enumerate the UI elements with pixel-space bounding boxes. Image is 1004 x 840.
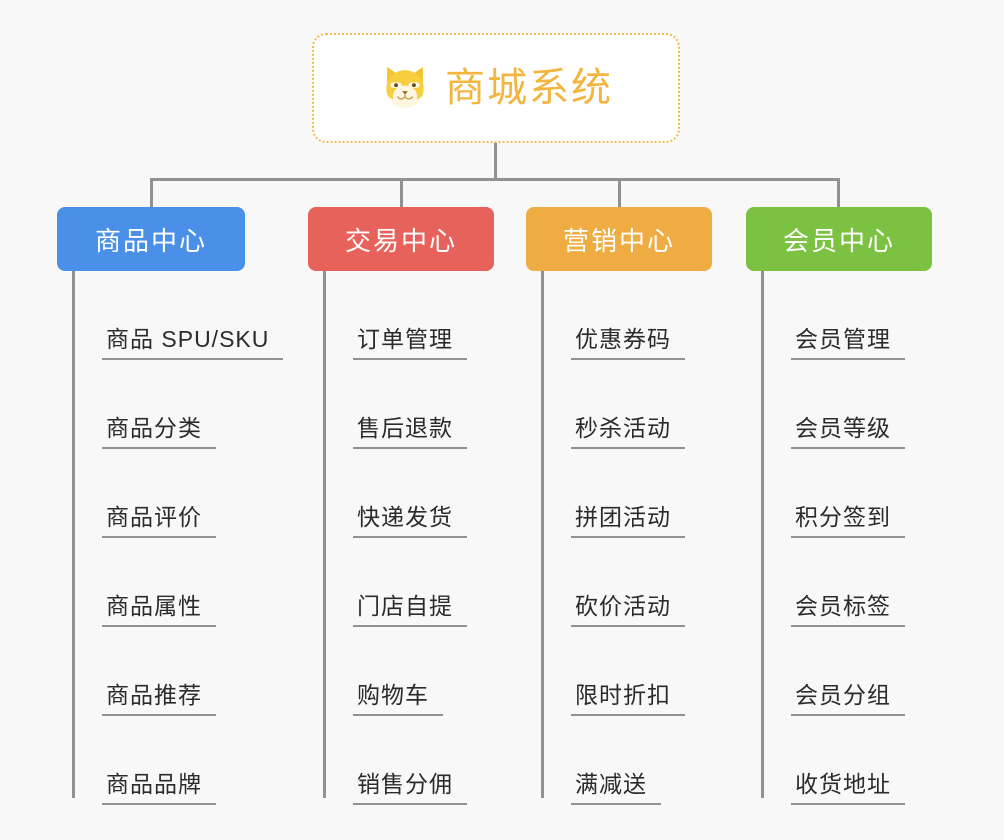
leaf-item-label: 商品 SPU/SKU — [102, 326, 284, 360]
leaf-item[interactable]: 售后退款 — [308, 360, 494, 449]
leaf-item-label: 商品推荐 — [102, 682, 216, 716]
leaf-item-label: 门店自提 — [353, 593, 467, 627]
shiba-dog-face-icon — [379, 62, 431, 114]
connector-drop-1 — [150, 178, 153, 208]
leaf-item-label: 满减送 — [571, 771, 661, 805]
root-title: 商城系统 — [445, 66, 613, 110]
category-spine — [72, 271, 75, 798]
leaf-item[interactable]: 会员分组 — [746, 627, 932, 716]
connector-drop-2 — [400, 178, 403, 208]
leaf-item[interactable]: 商品属性 — [57, 538, 245, 627]
leaf-item-label: 商品品牌 — [102, 771, 216, 805]
category-spine — [761, 271, 764, 798]
leaf-item[interactable]: 会员标签 — [746, 538, 932, 627]
leaf-item-label: 订单管理 — [353, 326, 467, 360]
leaf-item-label: 会员管理 — [791, 326, 905, 360]
leaf-item[interactable]: 拼团活动 — [526, 449, 712, 538]
leaf-item-label: 会员等级 — [791, 415, 905, 449]
category-column: 商品中心商品 SPU/SKU 商品分类商品评价商品属性商品推荐商品品牌 — [57, 207, 284, 805]
leaf-item[interactable]: 会员管理 — [746, 271, 932, 360]
category-header[interactable]: 会员中心 — [746, 207, 932, 271]
connector-drop-3 — [618, 178, 621, 208]
leaf-list: 商品 SPU/SKU 商品分类商品评价商品属性商品推荐商品品牌 — [57, 271, 284, 805]
leaf-item-label: 商品评价 — [102, 504, 216, 538]
category-spine — [541, 271, 544, 798]
leaf-item[interactable]: 商品评价 — [57, 449, 245, 538]
leaf-item[interactable]: 满减送 — [526, 716, 712, 805]
leaf-item-label: 售后退款 — [353, 415, 467, 449]
connector-drop-4 — [837, 178, 840, 208]
leaf-item-label: 限时折扣 — [571, 682, 685, 716]
leaf-list: 订单管理售后退款快递发货门店自提购物车销售分佣 — [308, 271, 494, 805]
leaf-item[interactable]: 商品品牌 — [57, 716, 245, 805]
leaf-item[interactable]: 快递发货 — [308, 449, 494, 538]
leaf-item-label: 商品分类 — [102, 415, 216, 449]
leaf-list: 优惠券码秒杀活动拼团活动砍价活动限时折扣满减送 — [526, 271, 712, 805]
leaf-item-label: 积分签到 — [791, 504, 905, 538]
leaf-item[interactable]: 销售分佣 — [308, 716, 494, 805]
leaf-item[interactable]: 砍价活动 — [526, 538, 712, 627]
leaf-item[interactable]: 商品分类 — [57, 360, 245, 449]
leaf-item-label: 快递发货 — [353, 504, 467, 538]
leaf-item-label: 秒杀活动 — [571, 415, 685, 449]
category-header[interactable]: 交易中心 — [308, 207, 494, 271]
category-column: 会员中心会员管理会员等级积分签到会员标签会员分组收货地址 — [746, 207, 932, 805]
leaf-item[interactable]: 优惠券码 — [526, 271, 712, 360]
leaf-item[interactable]: 门店自提 — [308, 538, 494, 627]
connector-root-stem — [494, 143, 497, 181]
leaf-item-label: 会员分组 — [791, 682, 905, 716]
category-column: 营销中心优惠券码秒杀活动拼团活动砍价活动限时折扣满减送 — [526, 207, 712, 805]
connector-horizontal-bus — [151, 178, 839, 181]
leaf-item[interactable]: 商品推荐 — [57, 627, 245, 716]
leaf-item-label: 收货地址 — [791, 771, 905, 805]
leaf-item-label: 拼团活动 — [571, 504, 685, 538]
leaf-item[interactable]: 订单管理 — [308, 271, 494, 360]
leaf-item[interactable]: 会员等级 — [746, 360, 932, 449]
leaf-item[interactable]: 秒杀活动 — [526, 360, 712, 449]
leaf-item-label: 优惠券码 — [571, 326, 685, 360]
category-header[interactable]: 营销中心 — [526, 207, 712, 271]
leaf-item[interactable]: 收货地址 — [746, 716, 932, 805]
category-header[interactable]: 商品中心 — [57, 207, 245, 271]
leaf-item-label: 会员标签 — [791, 593, 905, 627]
leaf-item-label: 砍价活动 — [571, 593, 685, 627]
leaf-item[interactable]: 限时折扣 — [526, 627, 712, 716]
leaf-item[interactable]: 购物车 — [308, 627, 494, 716]
leaf-item[interactable]: 积分签到 — [746, 449, 932, 538]
leaf-list: 会员管理会员等级积分签到会员标签会员分组收货地址 — [746, 271, 932, 805]
leaf-item[interactable]: 商品 SPU/SKU — [57, 271, 284, 360]
category-spine — [323, 271, 326, 798]
leaf-item-label: 商品属性 — [102, 593, 216, 627]
leaf-item-label: 销售分佣 — [353, 771, 467, 805]
category-column: 交易中心订单管理售后退款快递发货门店自提购物车销售分佣 — [308, 207, 494, 805]
root-node[interactable]: 商城系统 — [312, 33, 680, 143]
leaf-item-label: 购物车 — [353, 682, 443, 716]
